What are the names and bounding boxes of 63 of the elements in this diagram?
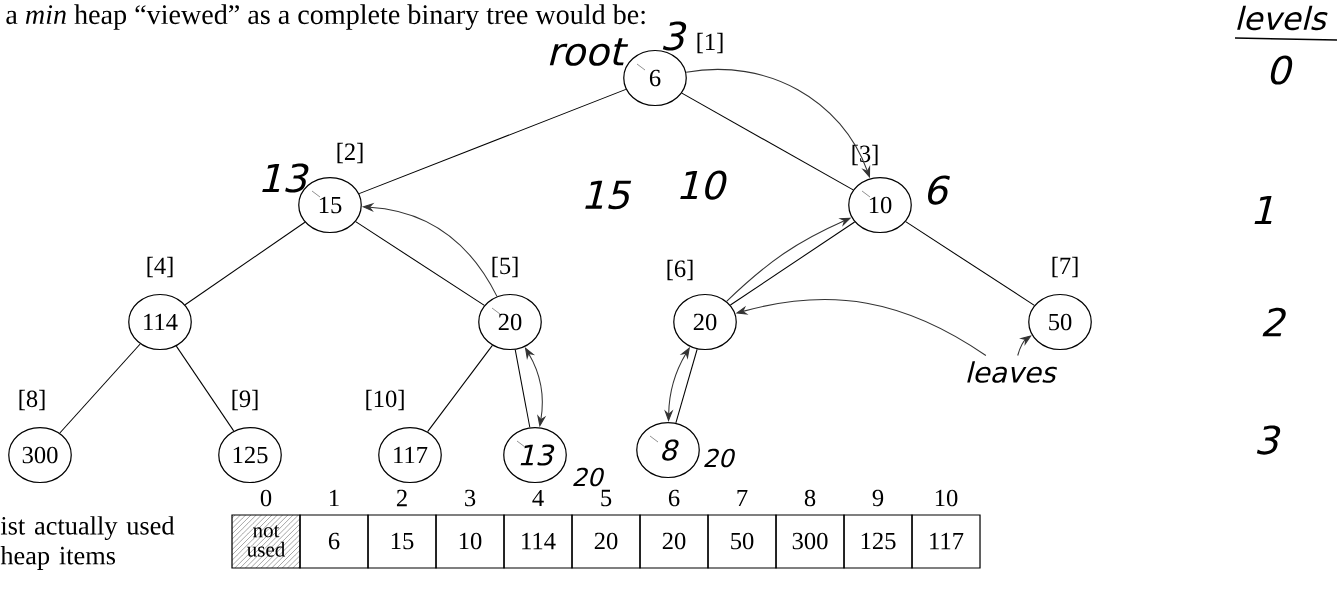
index-label: 20 xyxy=(573,467,604,487)
table-cell: 6 xyxy=(299,514,369,569)
tree-node: 20 xyxy=(478,293,542,351)
index-label: [1] xyxy=(697,32,723,54)
index-label: [2] xyxy=(337,142,363,164)
table-cell: 10 xyxy=(435,514,505,569)
connector-line xyxy=(905,221,1035,306)
array-index: 10 xyxy=(935,489,958,507)
tree-node: 300 xyxy=(8,426,72,484)
connector-line xyxy=(355,221,485,306)
table-cell: not used xyxy=(231,514,301,569)
array-index: 3 xyxy=(465,489,476,507)
connector-line xyxy=(59,343,141,434)
connector-line xyxy=(358,88,627,195)
index-label: [4] xyxy=(147,256,173,278)
array-index: 8 xyxy=(804,489,816,507)
index-label: 20 xyxy=(704,448,735,468)
array-index: 1 xyxy=(330,489,339,507)
index-label: [6] xyxy=(667,259,693,281)
index-label: [7] xyxy=(1052,256,1078,278)
connector-line xyxy=(514,349,531,428)
tree-node: 20 xyxy=(673,293,737,351)
connector-line xyxy=(427,344,493,433)
table-cell: 125 xyxy=(843,514,913,569)
handwritten-note: 1 xyxy=(1254,195,1272,225)
handwritten-note: 15 xyxy=(585,180,632,210)
heading-text: a min heap “viewed” as a complete binary tree would be: xyxy=(6,4,645,30)
connector-line xyxy=(175,345,235,432)
table-cell: 20 xyxy=(571,514,641,569)
tree-node: 125 xyxy=(218,426,282,484)
array-index: 7 xyxy=(737,489,748,507)
tree-node: 117 xyxy=(378,426,442,484)
handwritten-note: 0 xyxy=(1270,55,1293,85)
table-cell: 20 xyxy=(639,514,709,569)
table-cell: 50 xyxy=(707,514,777,569)
index-label: [9] xyxy=(232,389,258,411)
index-label: [3] xyxy=(852,144,878,166)
connector-line xyxy=(681,92,854,191)
handwritten-note: leaves xyxy=(967,361,1057,383)
index-label: [10] xyxy=(366,389,404,411)
tree-node: 10 xyxy=(848,176,912,234)
tree-node: 8 xyxy=(636,421,700,479)
table-cell: 114 xyxy=(503,514,573,569)
handwritten-note: 3 xyxy=(662,21,687,51)
table-cell: 15 xyxy=(367,514,437,569)
caption-text: ist actually used heap items xyxy=(0,516,175,570)
handwritten-note: levels xyxy=(1237,5,1328,31)
tree-node: 50 xyxy=(1028,293,1092,351)
arrow xyxy=(1017,335,1032,357)
handwritten-note: 3 xyxy=(1256,425,1281,455)
connector-line xyxy=(184,221,306,306)
index-label: [8] xyxy=(19,389,45,411)
handwritten-note: 6 xyxy=(928,175,950,205)
tree-node: 13 xyxy=(503,426,567,484)
handwritten-note: 2 xyxy=(1262,307,1286,337)
array-index: 5 xyxy=(601,489,612,507)
handwritten-note: 10 xyxy=(680,170,727,200)
tree-node: 114 xyxy=(128,293,192,351)
array-index: 9 xyxy=(872,489,884,507)
connector-line xyxy=(675,348,698,424)
index-label: [5] xyxy=(492,256,518,278)
table-cell: 117 xyxy=(911,514,981,569)
table-cell: 300 xyxy=(775,514,845,569)
